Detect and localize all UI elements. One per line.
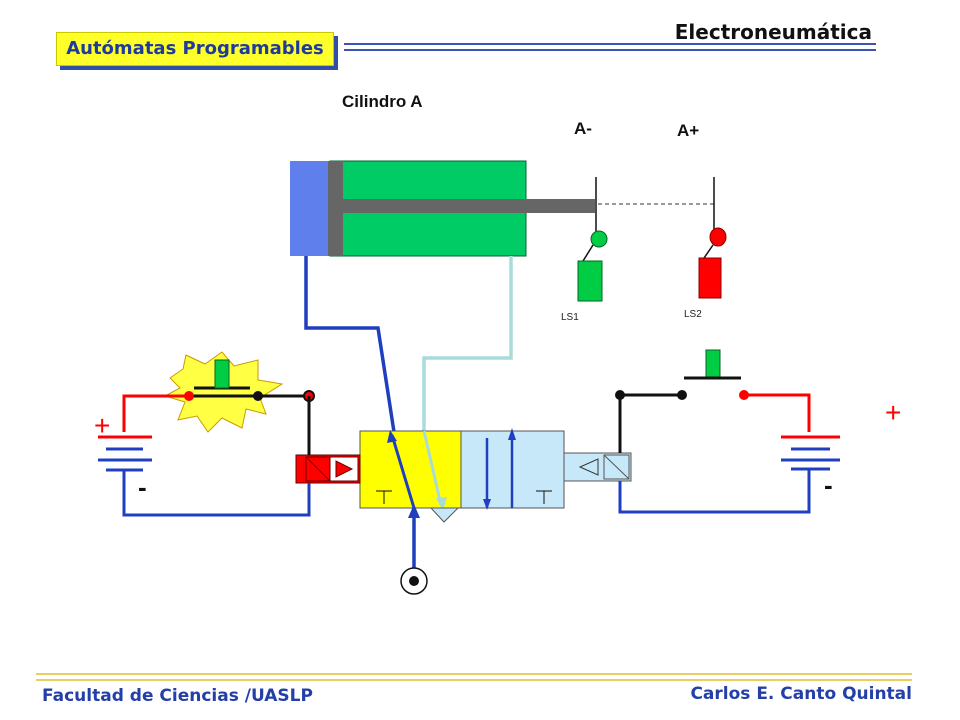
solenoid-left xyxy=(295,454,361,484)
supply-line-to-cylinder xyxy=(304,256,396,433)
header-rule xyxy=(344,43,876,51)
ls1-arm xyxy=(582,244,594,262)
footer-rule xyxy=(36,673,912,681)
valve-position-a xyxy=(359,430,462,523)
limit-switch-ls2: LS2 xyxy=(684,177,727,320)
header-subject-badge: Autómatas Programables xyxy=(56,32,334,66)
battery-left-plus-sign: + xyxy=(94,410,110,441)
ls1-label: LS1 xyxy=(561,312,579,323)
ls2-roller xyxy=(709,227,727,247)
valve-exhaust-arrowhead xyxy=(436,497,447,511)
piston-rod xyxy=(343,199,595,213)
cylinder-end-cap-shade xyxy=(290,161,330,256)
ls2-label: LS2 xyxy=(684,309,702,320)
solenoid-right-coil xyxy=(603,454,630,480)
piston xyxy=(328,161,343,256)
cylinder-label: Cilindro A xyxy=(342,92,423,111)
footer-institution: Facultad de Ciencias /UASLP xyxy=(42,686,313,706)
valve-exhaust-path xyxy=(422,430,443,506)
left-electric-circuit: + - xyxy=(94,351,315,517)
solenoid-left-coil-diagonal xyxy=(305,456,331,482)
ls2-arm xyxy=(703,244,714,259)
pushbutton-right-cap xyxy=(705,349,721,379)
cylinder-a: Cilindro A xyxy=(290,92,595,257)
wire-left-negative xyxy=(122,470,311,517)
position-extended-label: A+ xyxy=(677,121,699,140)
solenoid-right-arrow xyxy=(578,458,599,476)
footer-author: Carlos E. Canto Quintal xyxy=(690,684,912,704)
valve-exhaust-port xyxy=(429,507,460,523)
header-title: Electroneumática xyxy=(674,20,872,44)
position-retracted-label: A- xyxy=(574,119,592,138)
pushbutton-actuated-flash xyxy=(163,351,284,433)
solenoid-right xyxy=(563,452,632,482)
exhaust-line-from-cylinder xyxy=(422,256,513,432)
wire-left-positive xyxy=(122,394,188,432)
battery-right-plus-sign: + xyxy=(885,397,901,428)
pushbutton-left-cap xyxy=(214,359,230,389)
solenoid-right-coil-diagonal xyxy=(603,454,630,480)
valve-position-b xyxy=(460,428,565,510)
pressure-supply-arrowhead xyxy=(408,504,420,518)
limit-switch-ls1: LS1 xyxy=(561,177,608,323)
ls1-body xyxy=(577,260,603,302)
ls2-body xyxy=(698,257,722,299)
solenoid-left-arrow xyxy=(335,460,354,478)
ls1-roller xyxy=(590,230,608,248)
terminal-left-1 xyxy=(184,391,194,401)
valve-flow-arrowhead-up xyxy=(508,428,516,440)
pressure-source-dot xyxy=(409,576,419,586)
valve-flow-arrow-left xyxy=(390,434,416,509)
battery-left-minus-sign: - xyxy=(138,472,147,502)
valve-flow-arrowhead-down xyxy=(483,499,491,510)
terminal-right-2 xyxy=(677,390,687,400)
battery-right-minus-sign: - xyxy=(824,470,833,500)
right-electric-circuit: + - xyxy=(615,349,901,514)
valve-flow-arrowhead-left xyxy=(387,430,397,443)
wire-right-positive xyxy=(744,393,811,432)
wire-right-negative xyxy=(618,470,811,514)
